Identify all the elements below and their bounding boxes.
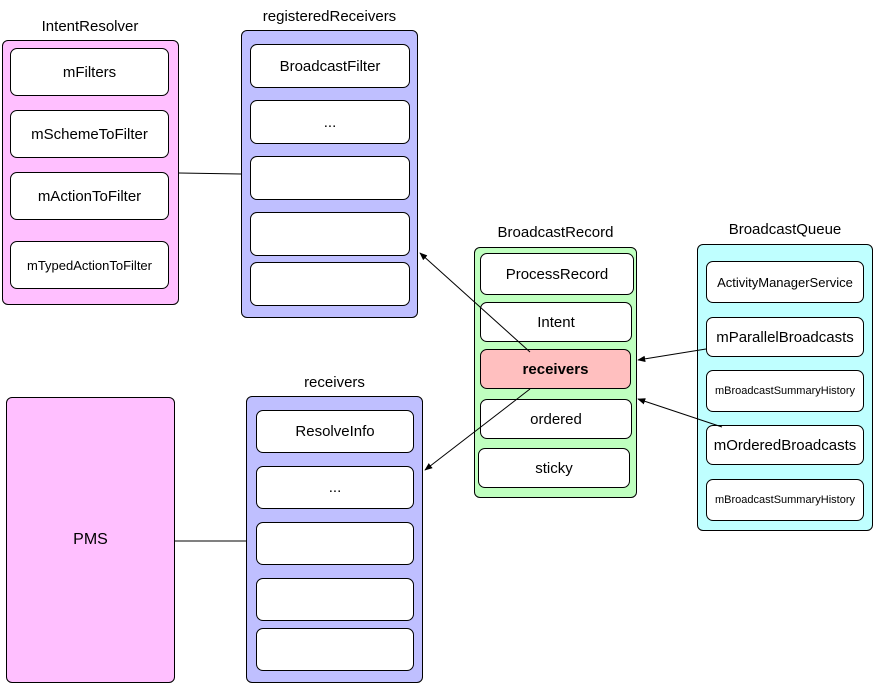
arrow-morderedbroadcasts-to-broadcastrecord [637,398,723,428]
arrow-mparallelbroadcasts-to-receivers [637,348,707,363]
registered-receivers-item-empty-1 [250,156,410,200]
broadcast-queue-item-mbroadcastsummaryhistory-2: mBroadcastSummaryHistory [706,479,864,521]
broadcast-queue-item-morderedbroadcasts: mOrderedBroadcasts [706,425,864,465]
arrow-receivers-to-registeredreceivers [419,252,531,353]
broadcast-record-item-intent: Intent [480,302,632,342]
pms-box [6,397,175,683]
broadcast-queue-item-mbroadcastsummaryhistory-1: mBroadcastSummaryHistory [706,370,864,412]
registered-receivers-title: registeredReceivers [262,8,397,25]
intent-resolver-item-mactiontofilter: mActionToFilter [10,172,169,220]
receivers-item-resolveinfo: ResolveInfo [256,410,414,453]
receivers-item-empty-2 [256,578,414,621]
intent-resolver-item-mschemetofilter: mSchemeToFilter [10,110,169,158]
broadcast-record-item-receivers: receivers [480,349,631,389]
registered-receivers-item-broadcastfilter: BroadcastFilter [250,44,410,88]
broadcast-record-item-ordered: ordered [480,399,632,439]
receivers-title: receivers [304,374,365,391]
registered-receivers-item-empty-3 [250,262,410,306]
connector-intentresolver-registeredreceivers [178,172,242,175]
broadcast-record-item-processrecord: ProcessRecord [480,253,634,295]
receivers-item-empty-3 [256,628,414,671]
broadcast-record-item-sticky: sticky [478,448,630,488]
intent-resolver-title: IntentResolver [41,18,139,35]
broadcast-queue-item-activitymanagerservice: ActivityManagerService [706,261,864,303]
intent-resolver-item-mfilters: mFilters [10,48,169,96]
intent-resolver-item-mtypedactiontofilter: mTypedActionToFilter [10,241,169,289]
receivers-item-ellipsis: ... [256,466,414,509]
registered-receivers-item-empty-2 [250,212,410,256]
receivers-item-empty-1 [256,522,414,565]
registered-receivers-item-ellipsis: ... [250,100,410,144]
pms-label: PMS [73,531,108,548]
broadcast-queue-title: BroadcastQueue [728,221,842,238]
broadcast-record-title: BroadcastRecord [497,224,614,241]
arrow-receivers-to-receivers-list [424,388,531,471]
broadcast-queue-item-mparallelbroadcasts: mParallelBroadcasts [706,317,864,357]
